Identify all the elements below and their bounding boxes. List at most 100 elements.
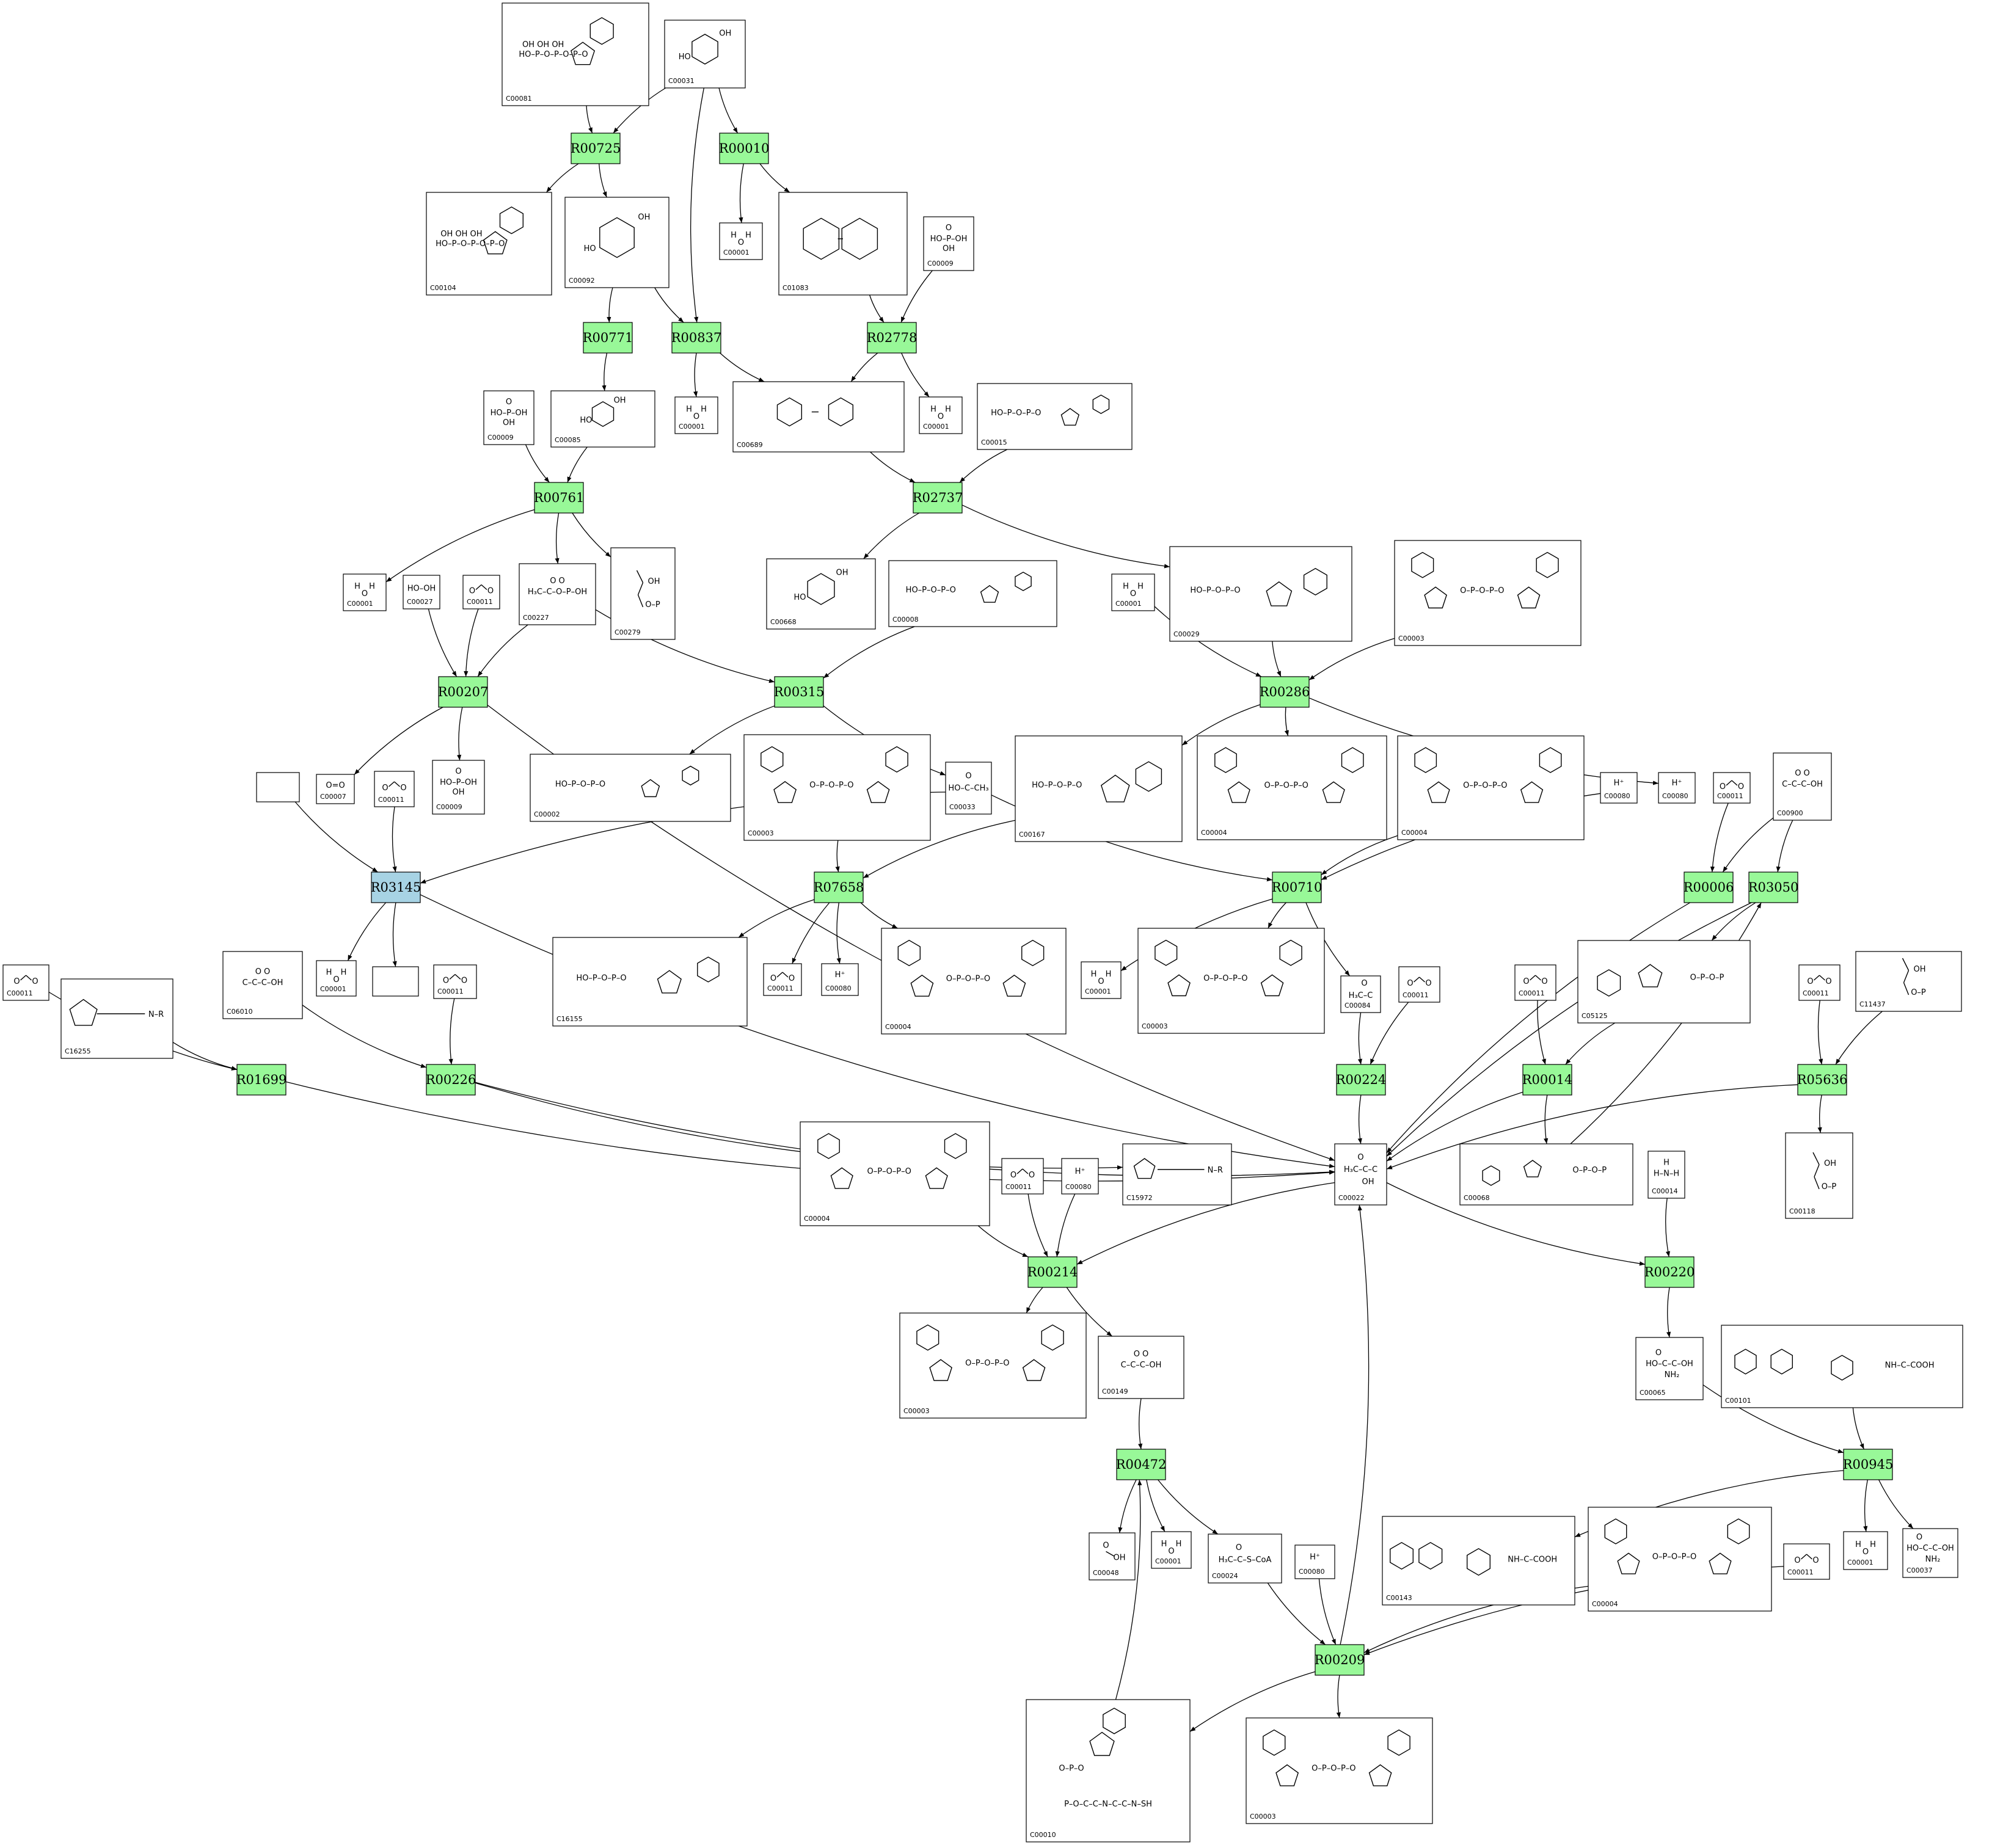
edge-c_c00011_a-to-r00207 — [464, 608, 479, 677]
compound-structure-ketoacid: O OC–C–C–OH — [243, 967, 283, 988]
edge-r00214-to-c_c00003_d — [1026, 1287, 1043, 1314]
svg-text:O: O — [1098, 977, 1104, 986]
edge-r00472-to-c_c00024 — [1158, 1479, 1219, 1535]
compound-box — [977, 383, 1133, 450]
edge-c_c00092-to-r00837 — [654, 287, 684, 323]
compound-structure-H2O: HOH — [326, 968, 347, 984]
reaction-label: R00209 — [1315, 1653, 1365, 1667]
reaction-box — [438, 676, 488, 708]
edge-c_c00027-to-r00207 — [428, 608, 458, 677]
reaction-node-r00014: R00014 — [1522, 1064, 1572, 1096]
compound-id: C00668 — [770, 618, 797, 626]
compound-id: C00024 — [1212, 1572, 1238, 1580]
edge-r00220-to-c_c00065 — [1666, 1287, 1671, 1338]
edge-c_c00009_b-to-r00761 — [525, 444, 550, 483]
svg-text:H: H — [1091, 970, 1097, 979]
edge-r00771-to-c_c00085 — [602, 352, 608, 391]
edge-r00224-to-c_c00022 — [1357, 1094, 1362, 1144]
svg-text:O–P–O–P–O: O–P–O–P–O — [1203, 974, 1247, 983]
svg-text:H⁺: H⁺ — [835, 970, 845, 980]
svg-text:O: O — [738, 238, 744, 247]
svg-text:O: O — [32, 977, 38, 986]
reaction-label: R00771 — [583, 330, 633, 345]
svg-text:O–P–O–P: O–P–O–P — [1690, 973, 1724, 983]
compound-box — [919, 396, 963, 434]
compound-id: C00167 — [1019, 831, 1045, 839]
compound-id: C00004 — [1401, 829, 1428, 837]
svg-text:H: H — [354, 582, 360, 591]
reaction-label: R00945 — [1843, 1457, 1894, 1472]
svg-text:H₃C–C–C: H₃C–C–C — [1344, 1165, 1377, 1174]
compound-box — [766, 558, 876, 630]
reaction-node-r00761: R00761 — [534, 482, 584, 514]
svg-text:HO–C–CH₃: HO–C–CH₃ — [948, 784, 988, 793]
reaction-label: R03050 — [1748, 880, 1799, 895]
edge-c_c01083-to-r02778 — [869, 294, 885, 323]
compound-box — [530, 754, 731, 822]
edge-c_c00011_g-to-r00224 — [1370, 1002, 1409, 1065]
svg-text:O: O — [1916, 1533, 1922, 1542]
compound-structure-nucleotide: HO–P–O–P–O — [1190, 567, 1327, 606]
compound-box — [1647, 1151, 1685, 1199]
edge-c_c00011_b-to-r03145 — [392, 806, 397, 873]
reaction-box — [1684, 871, 1734, 903]
edge-c_c00149-to-r00472 — [1138, 1398, 1143, 1450]
compound-id: C00001 — [679, 423, 705, 431]
compound-structure-nucleotide: HO–P–O–P–O — [555, 765, 699, 798]
edge-c_c00031-to-r00837 — [690, 87, 704, 323]
reaction-box — [867, 322, 917, 354]
svg-text:HO–P–OH: HO–P–OH — [491, 409, 528, 418]
compound-structure-thiamine: O–P–O–P — [1597, 964, 1724, 997]
compound-id: C00080 — [1662, 792, 1688, 800]
reaction-box — [1260, 676, 1310, 708]
svg-text:O O: O O — [255, 967, 271, 977]
edge-c_c00011_h-to-r00014 — [1537, 1000, 1546, 1065]
reaction-label: R00214 — [1027, 1265, 1078, 1279]
compound-box — [426, 192, 552, 296]
svg-text:O–P–O–P–O: O–P–O–P–O — [1652, 1552, 1696, 1562]
compound-id: C00011 — [1005, 1183, 1032, 1191]
svg-text:O: O — [1812, 1556, 1819, 1565]
svg-text:O: O — [13, 977, 20, 986]
reaction-box — [371, 871, 421, 903]
compound-structure-O2: O=O — [326, 781, 345, 790]
reaction-box — [534, 482, 584, 514]
compound-structure-nucleotide: HO–P–O–P–O — [576, 956, 720, 994]
edge-c_c00022-to-r00214 — [1076, 1182, 1335, 1265]
svg-text:O: O — [1130, 589, 1136, 598]
compound-box — [372, 966, 419, 997]
svg-text:HO–P–O–P–O: HO–P–O–P–O — [576, 974, 626, 983]
edge-r00315-to-c_c00002 — [689, 705, 775, 755]
compound-box — [1197, 735, 1387, 840]
edge-c_c00080_d-to-r00214 — [1055, 1193, 1076, 1257]
svg-text:HO: HO — [580, 416, 592, 425]
compound-structure-dinucleotide: O–P–O–P–O — [1414, 747, 1562, 803]
compound-structure-H+: H⁺ — [1310, 1553, 1320, 1562]
edge-c_c00092-to-r00771 — [607, 287, 613, 323]
compound-id: C00027 — [407, 598, 433, 606]
compound-structure-dinucleotide: O–P–O–P–O — [761, 746, 908, 803]
edge-r00710-to-c_c00084 — [1305, 902, 1351, 977]
compound-id: C00227 — [523, 614, 549, 622]
svg-text:O–P–O–P–O: O–P–O–P–O — [809, 781, 853, 790]
compound-box — [923, 216, 974, 271]
svg-text:O: O — [1720, 782, 1726, 791]
svg-text:O: O — [455, 767, 461, 776]
svg-text:H: H — [686, 405, 692, 414]
svg-text:H₃C–C–O–P–OH: H₃C–C–O–P–OH — [528, 588, 587, 597]
compound-box — [1721, 1325, 1963, 1408]
edge-c_c16255-to-r01699 — [172, 1042, 238, 1071]
svg-text:NH–C–COOH: NH–C–COOH — [1885, 1361, 1935, 1370]
svg-text:O: O — [1738, 782, 1744, 791]
compound-node-c00080: H⁺C00080 — [1600, 772, 1638, 804]
